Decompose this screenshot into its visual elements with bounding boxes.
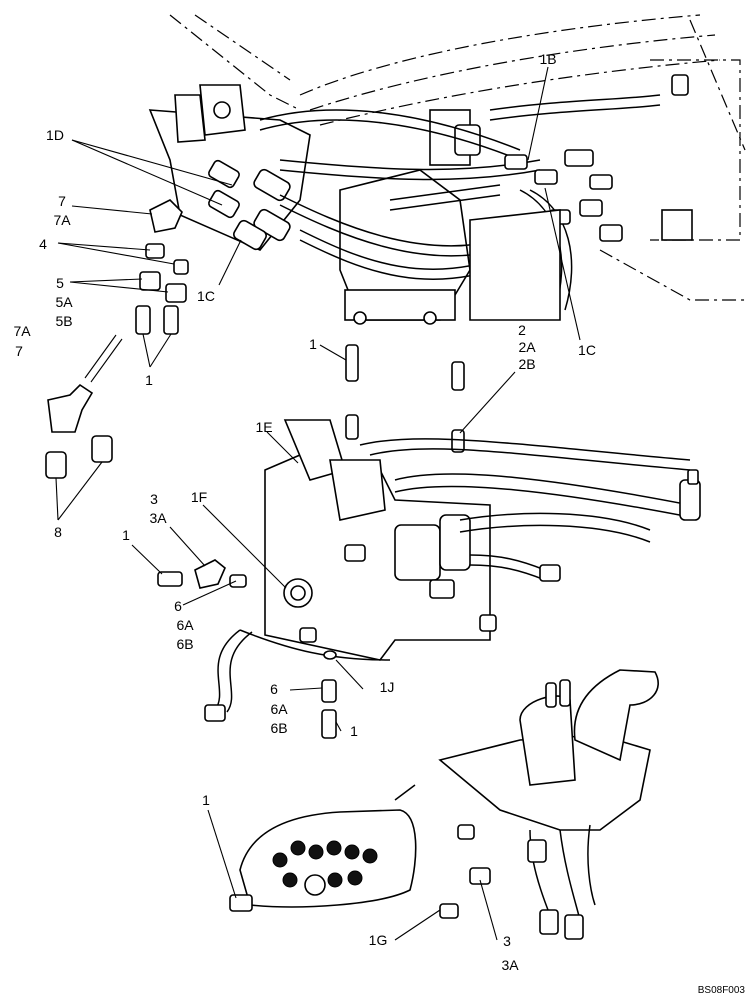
reference-code: BS08F003 — [698, 985, 746, 996]
callout-1-left: 1 — [122, 527, 130, 543]
callout-3A-lower: 3A — [501, 957, 519, 973]
callout-6: 6 — [174, 598, 182, 614]
callout-1C-right: 1C — [578, 342, 596, 358]
callout-7-side: 7 — [15, 343, 23, 359]
callout-6A: 6A — [176, 617, 194, 633]
callout-1G: 1G — [369, 932, 388, 948]
callout-7: 7 — [58, 193, 66, 209]
callout-1F: 1F — [191, 489, 207, 505]
callout-1-lower: 1 — [350, 723, 358, 739]
leader-lines — [55, 66, 581, 941]
callout-6B-lower: 6B — [270, 720, 287, 736]
callout-2A: 2A — [518, 339, 536, 355]
callout-1D: 1D — [46, 127, 64, 143]
top-valve-assembly — [148, 14, 746, 325]
callout-8: 8 — [54, 524, 62, 540]
control-valve-assembly — [157, 344, 701, 739]
callout-4: 4 — [39, 236, 47, 252]
callout-1-mid: 1 — [145, 372, 153, 388]
callout-7A: 7A — [53, 212, 71, 228]
callout-3A: 3A — [149, 510, 167, 526]
joystick-assembly — [438, 669, 659, 940]
callout-7A-side: 7A — [13, 323, 31, 339]
callout-3-lower: 3 — [503, 933, 511, 949]
callout-1E: 1E — [255, 419, 272, 435]
callout-1J: 1J — [380, 679, 395, 695]
callout-1B: 1B — [539, 51, 556, 67]
callout-5A: 5A — [55, 294, 73, 310]
callout-6A-lower: 6A — [270, 701, 288, 717]
callout-5: 5 — [56, 275, 64, 291]
callout-labels: 1B 1D 7 7A 4 5 5A 5B 1C 1C 2 2A 2B 7A 7 … — [13, 51, 745, 996]
callout-2: 2 — [518, 322, 526, 338]
callout-6-lower: 6 — [270, 681, 278, 697]
callout-3: 3 — [150, 491, 158, 507]
connector-box-assembly — [229, 784, 417, 912]
callout-6B: 6B — [176, 636, 193, 652]
loose-fittings-top-left — [45, 199, 189, 479]
callout-1C-left: 1C — [197, 288, 215, 304]
callout-1-top: 1 — [309, 336, 317, 352]
callout-5B: 5B — [55, 313, 72, 329]
callout-1-box: 1 — [202, 792, 210, 808]
callout-2B: 2B — [518, 356, 535, 372]
